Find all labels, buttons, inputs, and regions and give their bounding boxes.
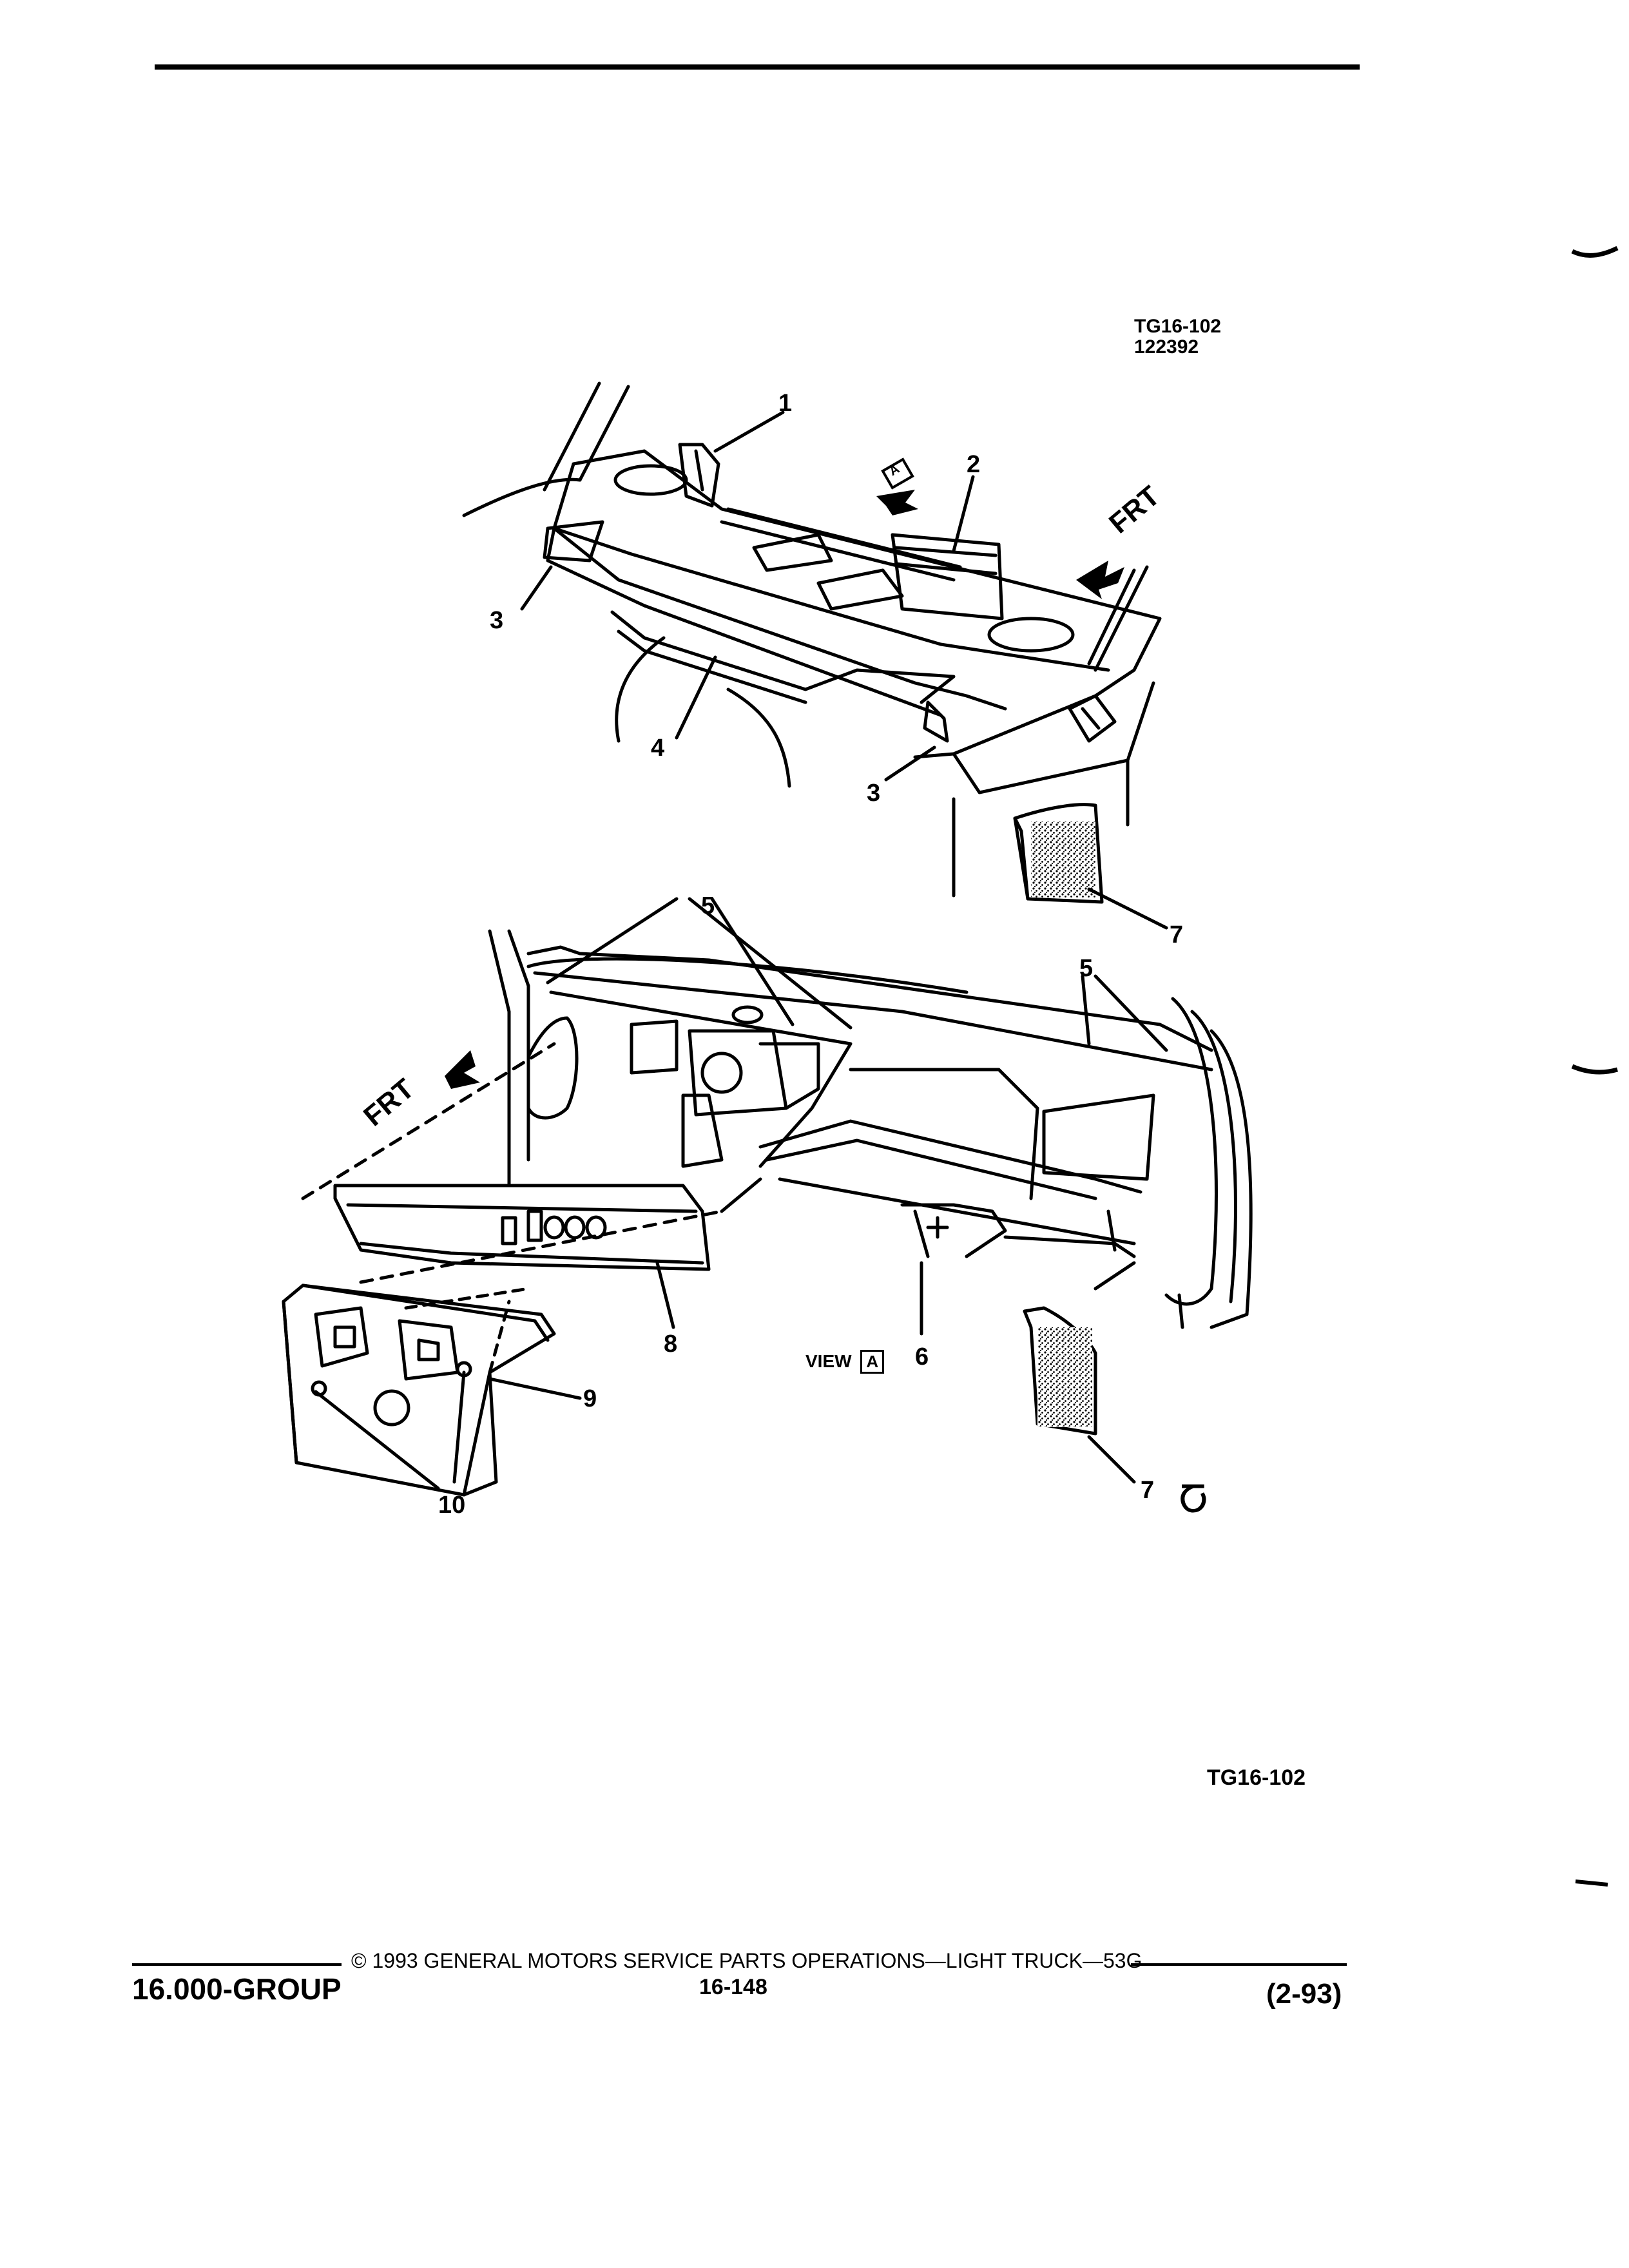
figure-code-bottom: TG16-102 xyxy=(1207,1765,1306,1790)
upper-dash-view xyxy=(462,381,1162,904)
footer-copyright: © 1993 GENERAL MOTORS SERVICE PARTS OPER… xyxy=(351,1949,1142,1972)
lower-dash-view xyxy=(282,929,1253,1497)
view-word: VIEW xyxy=(805,1351,852,1371)
figure-date: 122392 xyxy=(1134,336,1199,358)
footer-group: 16.000-GROUP xyxy=(132,1972,342,2006)
callout-8: 8 xyxy=(664,1331,678,1358)
callout-5b: 5 xyxy=(1079,955,1094,982)
callout-4: 4 xyxy=(651,735,665,762)
footer-revision: (2-93) xyxy=(1266,1978,1342,2010)
footer-page: 16-148 xyxy=(699,1975,767,1999)
footer-rule-left xyxy=(132,1963,342,1966)
top-rule xyxy=(155,64,1360,70)
footer-rule-right xyxy=(1131,1963,1347,1966)
frt-arrow-top xyxy=(1076,561,1124,599)
callout-3a: 3 xyxy=(490,607,504,634)
view-a-arrow xyxy=(876,490,918,515)
callout-2: 2 xyxy=(967,451,981,478)
view-letter-box: A xyxy=(860,1350,885,1374)
callout-1: 1 xyxy=(778,390,793,417)
frt-arrow-left xyxy=(445,1050,480,1089)
callout-9: 9 xyxy=(583,1385,597,1412)
view-label: VIEW A xyxy=(805,1350,885,1374)
callout-7b: 7 xyxy=(1141,1477,1155,1504)
callout-7a: 7 xyxy=(1170,921,1184,948)
callout-3b: 3 xyxy=(867,780,881,807)
callout-6: 6 xyxy=(915,1343,929,1370)
callout-10: 10 xyxy=(438,1492,466,1519)
callout-5a: 5 xyxy=(701,892,715,919)
figure-code: TG16-102 xyxy=(1134,316,1222,337)
gm-logo-icon: Ⴀ xyxy=(1179,1483,1208,1519)
